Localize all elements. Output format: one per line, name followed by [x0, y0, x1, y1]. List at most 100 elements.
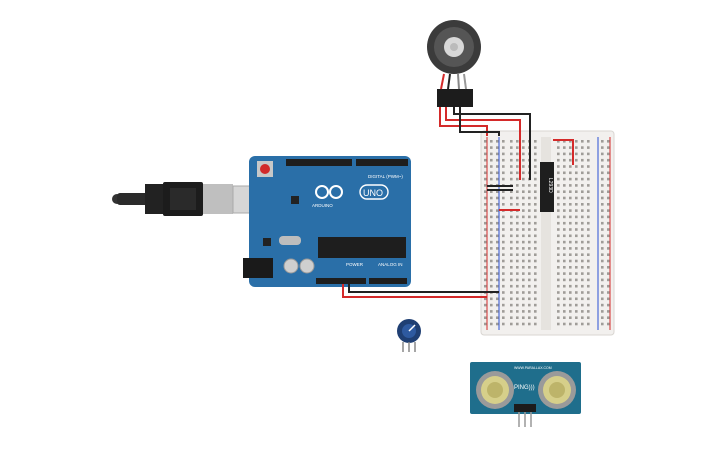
breadboard-hole — [575, 190, 578, 193]
breadboard-hole — [484, 171, 487, 175]
arduino-uno-board[interactable]: DIGITAL (PWM~) UNO ARDUINO POWER ANALOG … — [243, 156, 411, 287]
breadboard-hole — [581, 203, 584, 206]
breadboard-hole — [516, 165, 519, 168]
wire-5v — [342, 284, 487, 298]
breadboard-hole — [516, 247, 519, 250]
breadboard-hole — [607, 165, 610, 168]
breadboard-hole — [581, 140, 584, 143]
breadboard-hole — [607, 171, 610, 175]
breadboard-hole — [534, 228, 537, 231]
breadboard-hole — [563, 266, 566, 269]
breadboard-hole — [484, 221, 487, 225]
breadboard-hole — [534, 190, 537, 193]
breadboard-hole — [502, 253, 505, 256]
breadboard-hole — [496, 297, 499, 301]
breadboard-hole — [502, 165, 505, 168]
breadboard-hole — [607, 234, 610, 238]
breadboard-hole — [522, 316, 525, 319]
breadboard-hole — [607, 228, 610, 231]
breadboard-hole — [607, 297, 610, 301]
breadboard-hole — [484, 228, 487, 231]
breadboard-hole — [607, 240, 610, 244]
breadboard[interactable] — [480, 130, 615, 336]
breadboard-hole — [502, 291, 505, 294]
breadboard-hole — [528, 228, 531, 231]
breadboard-hole — [587, 303, 590, 307]
breadboard-hole — [496, 247, 499, 250]
breadboard-hole — [607, 203, 610, 206]
breadboard-hole — [557, 234, 560, 238]
breadboard-hole — [607, 146, 610, 149]
breadboard-hole — [484, 322, 487, 326]
breadboard-hole — [522, 221, 525, 225]
breadboard-hole — [569, 165, 572, 168]
breadboard-hole — [484, 234, 487, 238]
ultrasonic-sensor[interactable]: WWW.PARALLAX.COM PING))) — [470, 362, 581, 427]
breadboard-hole — [502, 234, 505, 238]
breadboard-hole — [601, 152, 604, 156]
breadboard-hole — [522, 228, 525, 231]
breadboard-hole — [569, 240, 572, 244]
breadboard-hole — [601, 247, 604, 250]
breadboard-hole — [575, 272, 578, 275]
breadboard-hole — [496, 146, 499, 149]
breadboard-hole — [557, 177, 560, 181]
breadboard-hole — [563, 253, 566, 256]
breadboard-hole — [484, 209, 487, 212]
breadboard-hole — [607, 247, 610, 250]
breadboard-hole — [534, 297, 537, 301]
breadboard-hole — [607, 291, 610, 294]
breadboard-hole — [522, 190, 525, 193]
breadboard-hole — [575, 322, 578, 326]
breadboard-hole — [510, 215, 513, 219]
breadboard-hole — [534, 266, 537, 269]
breadboard-hole — [516, 215, 519, 219]
breadboard-hole — [607, 259, 610, 263]
breadboard-hole — [516, 266, 519, 269]
breadboard-hole — [557, 221, 560, 225]
breadboard-hole — [496, 203, 499, 206]
motor-driver-chip[interactable]: L293D — [540, 162, 554, 212]
breadboard-hole — [484, 146, 487, 149]
potentiometer[interactable] — [397, 319, 421, 352]
breadboard-hole — [557, 247, 560, 250]
breadboard-hole — [522, 310, 525, 313]
breadboard-hole — [490, 247, 493, 250]
breadboard-hole — [601, 158, 604, 162]
breadboard-hole — [522, 240, 525, 244]
breadboard-hole — [557, 253, 560, 256]
breadboard-hole — [569, 184, 572, 187]
breadboard-hole — [569, 303, 572, 307]
breadboard-hole — [510, 240, 513, 244]
usb-cable[interactable] — [112, 182, 274, 216]
breadboard-hole — [528, 190, 531, 193]
breadboard-hole — [575, 228, 578, 231]
breadboard-hole — [528, 272, 531, 275]
breadboard-hole — [534, 184, 537, 187]
breadboard-hole — [522, 303, 525, 307]
breadboard-hole — [522, 158, 525, 162]
breadboard-hole — [484, 303, 487, 307]
breadboard-hole — [528, 203, 531, 206]
breadboard-hole — [581, 190, 584, 193]
breadboard-hole — [587, 165, 590, 168]
breadboard-hole — [502, 203, 505, 206]
breadboard-hole — [528, 322, 531, 326]
breadboard-hole — [490, 272, 493, 275]
breadboard-hole — [581, 196, 584, 200]
breadboard-hole — [557, 203, 560, 206]
breadboard-hole — [484, 190, 487, 193]
breadboard-hole — [496, 190, 499, 193]
breadboard-hole — [569, 171, 572, 175]
breadboard-hole — [522, 284, 525, 288]
breadboard-hole — [528, 259, 531, 263]
breadboard-hole — [490, 297, 493, 301]
breadboard-hole — [563, 171, 566, 175]
rotary-encoder[interactable] — [427, 20, 481, 107]
wire-encoder-gnd — [459, 107, 500, 136]
breadboard-hole — [587, 140, 590, 143]
breadboard-hole — [484, 247, 487, 250]
breadboard-hole — [601, 316, 604, 319]
breadboard-hole — [581, 240, 584, 244]
breadboard-hole — [575, 184, 578, 187]
